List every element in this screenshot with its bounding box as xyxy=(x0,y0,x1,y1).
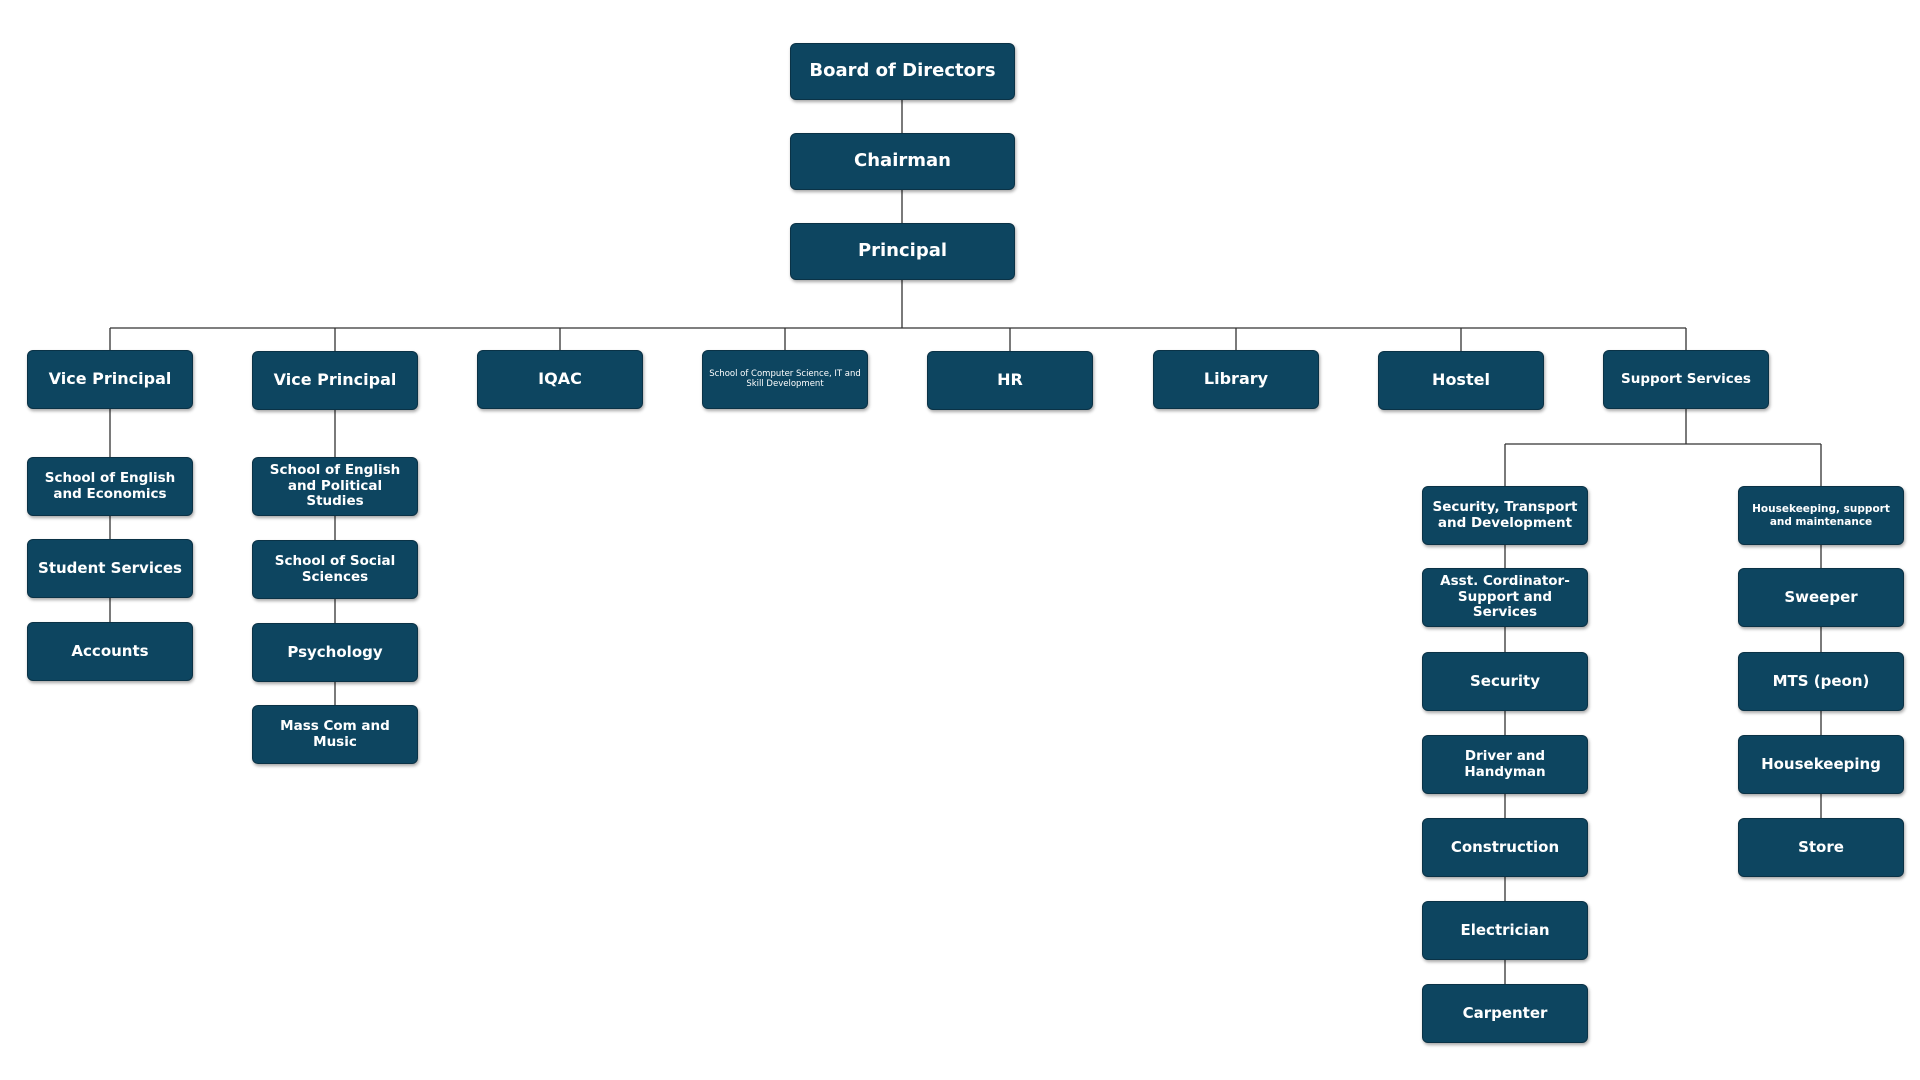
node-carpenter: Carpenter xyxy=(1422,984,1588,1043)
node-chairman: Chairman xyxy=(790,133,1015,190)
node-hr: HR xyxy=(927,351,1093,410)
node-vice-principal-1: Vice Principal xyxy=(27,350,193,409)
node-electrician: Electrician xyxy=(1422,901,1588,960)
node-driver-and-handyman: Driver and Handyman xyxy=(1422,735,1588,794)
node-school-of-computer-science: School of Computer Science, IT and Skill… xyxy=(702,350,868,409)
node-support-services: Support Services xyxy=(1603,350,1769,409)
node-sweeper: Sweeper xyxy=(1738,568,1904,627)
node-student-services: Student Services xyxy=(27,539,193,598)
node-mts-peon: MTS (peon) xyxy=(1738,652,1904,711)
node-library: Library xyxy=(1153,350,1319,409)
node-hostel: Hostel xyxy=(1378,351,1544,410)
node-asst-coordinator-support-and-services: Asst. Cordinator- Support and Services xyxy=(1422,568,1588,627)
node-school-of-english-and-political-studies: School of English and Political Studies xyxy=(252,457,418,516)
node-security-transport-and-development: Security, Transport and Development xyxy=(1422,486,1588,545)
node-principal: Principal xyxy=(790,223,1015,280)
node-housekeeping-support-and-maintenance: Housekeeping, support and maintenance xyxy=(1738,486,1904,545)
node-construction: Construction xyxy=(1422,818,1588,877)
node-accounts: Accounts xyxy=(27,622,193,681)
node-mass-com-and-music: Mass Com and Music xyxy=(252,705,418,764)
node-school-of-social-sciences: School of Social Sciences xyxy=(252,540,418,599)
node-iqac: IQAC xyxy=(477,350,643,409)
node-psychology: Psychology xyxy=(252,623,418,682)
node-school-of-english-and-economics: School of English and Economics xyxy=(27,457,193,516)
node-vice-principal-2: Vice Principal xyxy=(252,351,418,410)
node-board-of-directors: Board of Directors xyxy=(790,43,1015,100)
node-security: Security xyxy=(1422,652,1588,711)
node-housekeeping: Housekeeping xyxy=(1738,735,1904,794)
node-store: Store xyxy=(1738,818,1904,877)
